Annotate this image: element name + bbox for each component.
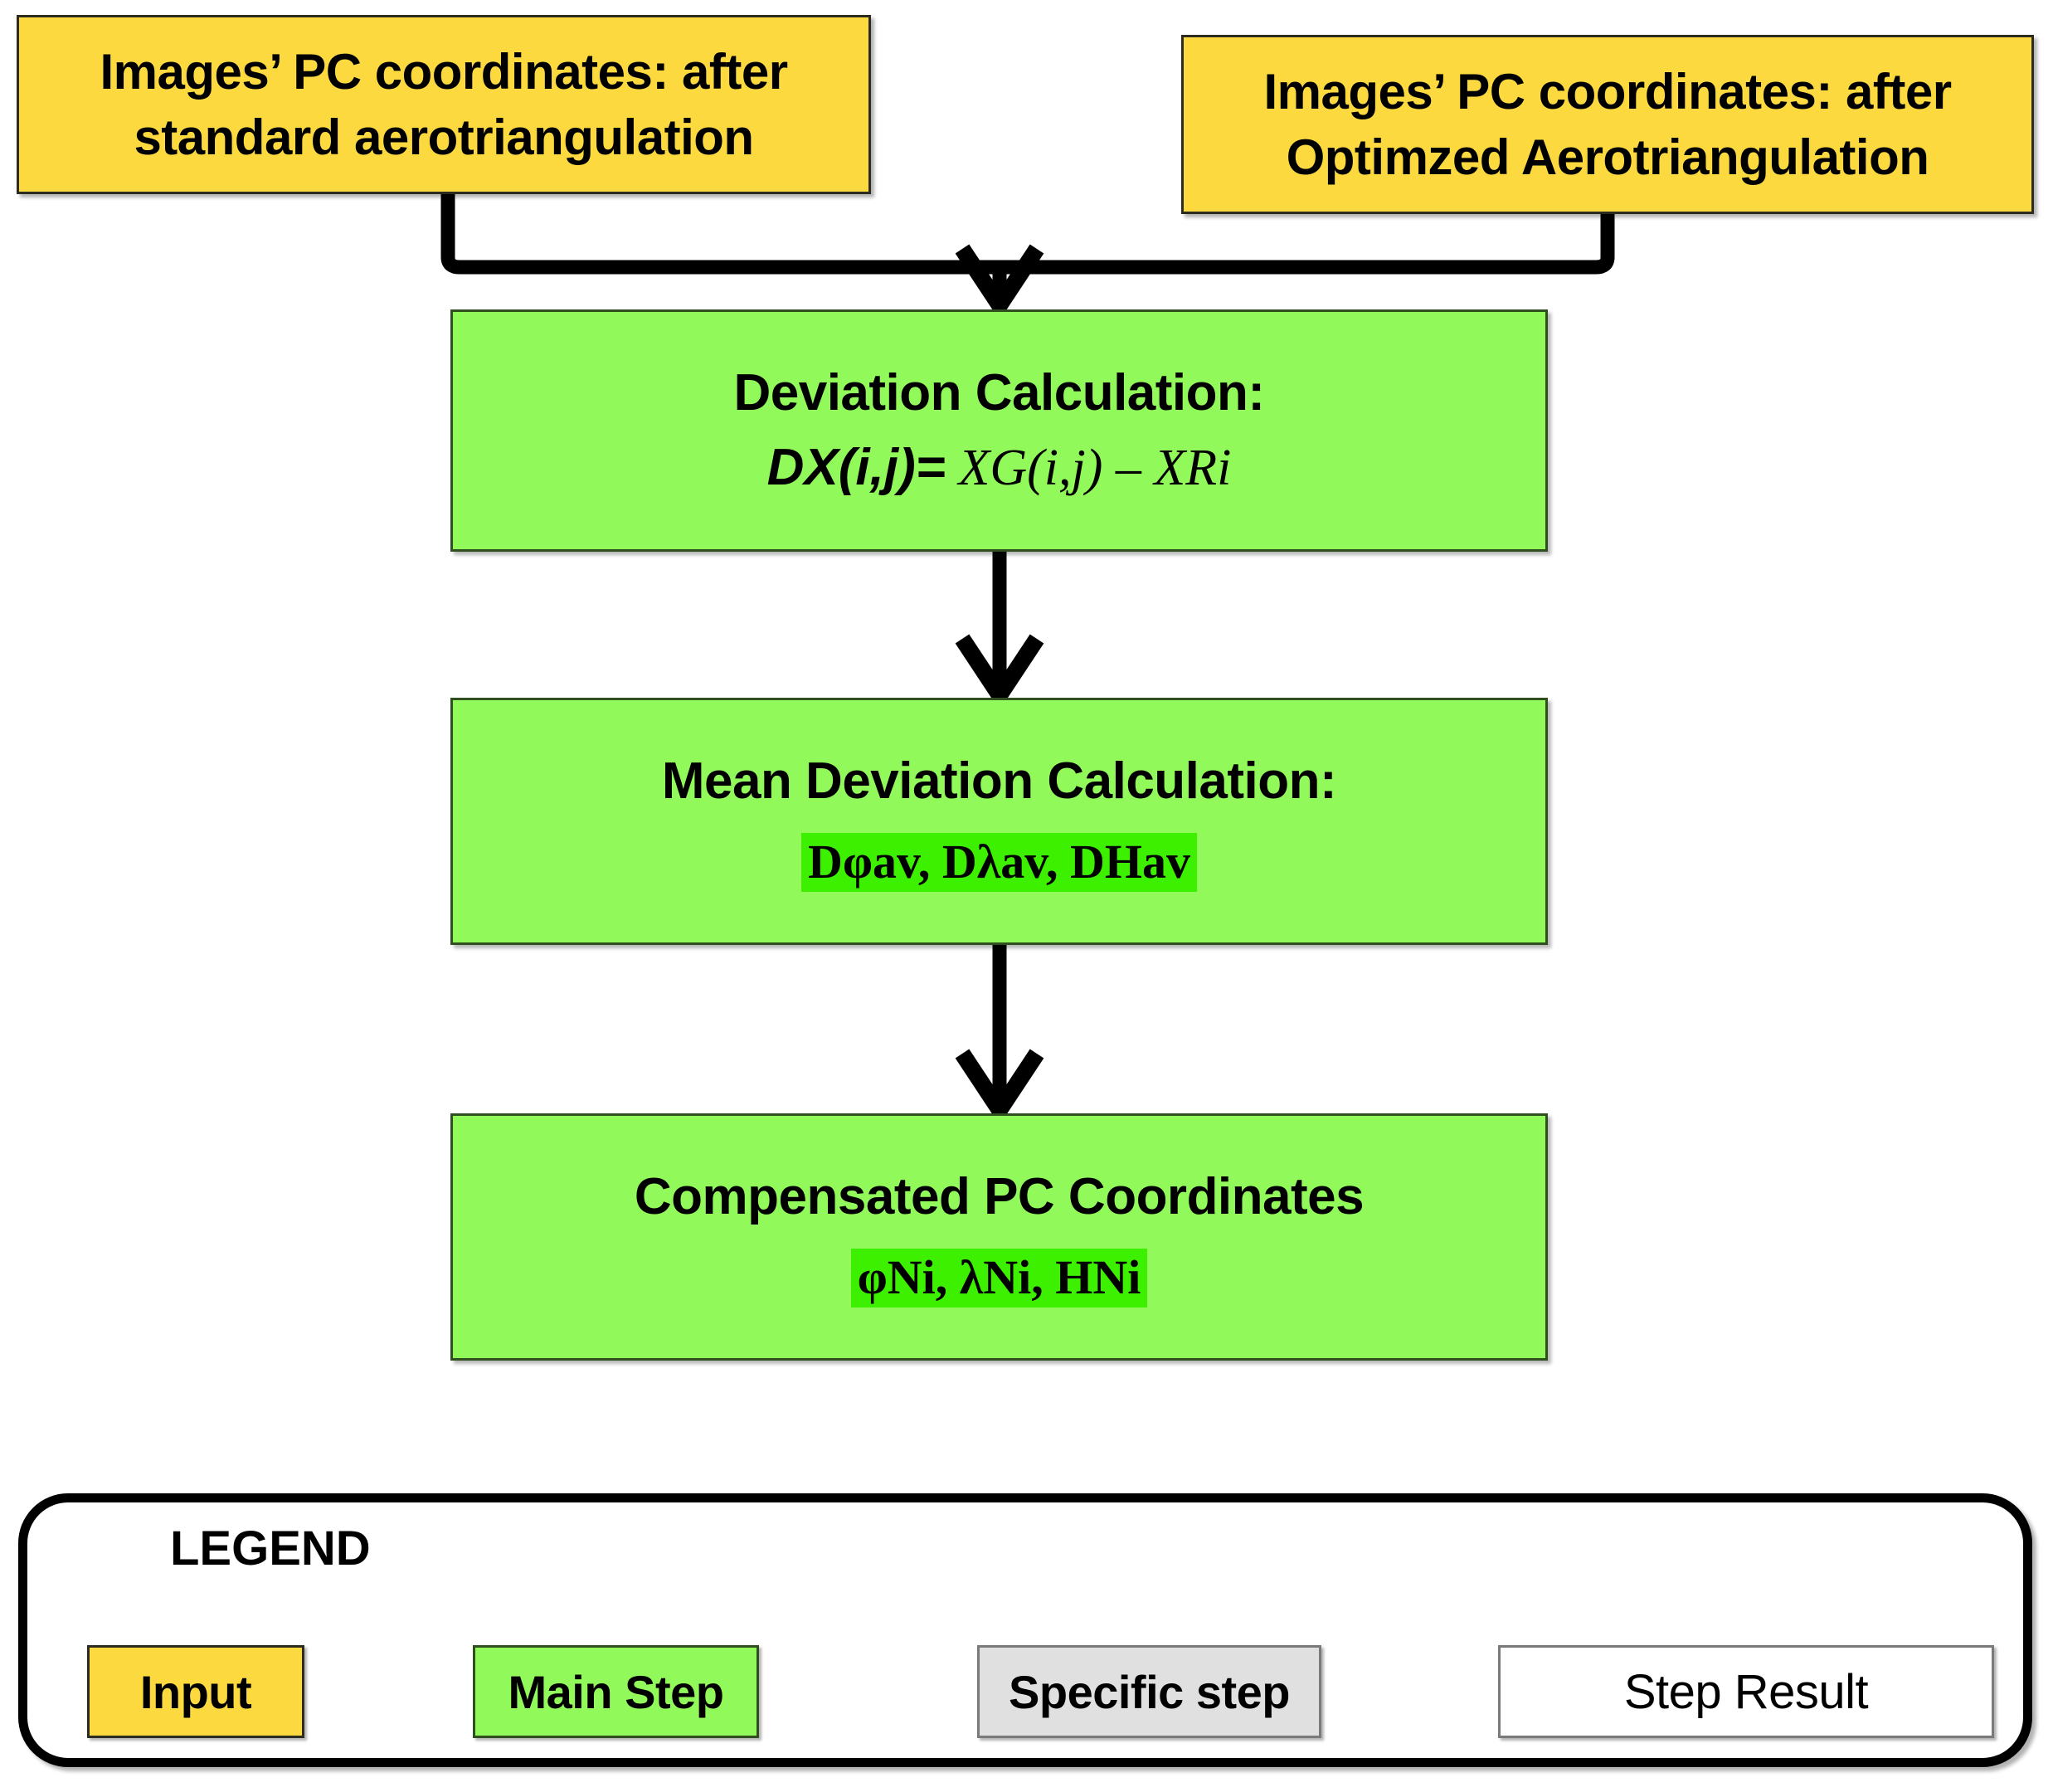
legend-chip-input-label: Input <box>139 1665 252 1718</box>
step-1-formula-rhs: XG(i,j) – XRi <box>945 440 1232 496</box>
step-1-formula-lhs: DX(i,j)= <box>766 439 946 496</box>
legend-title: LEGEND <box>170 1522 371 1575</box>
arrowhead-into-step3 <box>955 1049 1044 1126</box>
arrowhead-into-step2 <box>955 634 1044 711</box>
step-1-title: Deviation Calculation: <box>733 363 1265 421</box>
legend-chip-step-result: Step Result <box>1498 1645 1994 1738</box>
step-box-compensated-pc-coordinates: Compensated PC Coordinates φNi, λNi, HNi <box>450 1113 1548 1361</box>
legend-chip-specific-step-label: Specific step <box>1009 1665 1290 1718</box>
input-box-standard-label: Images’ PC coordinates: after standard a… <box>100 43 788 165</box>
input-box-optimized-label: Images’ PC coordinates: after Optimzed A… <box>1263 63 1952 185</box>
input-box-optimized-aerotriangulation: Images’ PC coordinates: after Optimzed A… <box>1181 35 2034 214</box>
step-box-deviation-calculation: Deviation Calculation: DX(i,j)= XG(i,j) … <box>450 309 1548 552</box>
arrowhead-into-step1 <box>955 244 1044 321</box>
legend-chip-main-step-label: Main Step <box>508 1665 724 1718</box>
legend-chip-specific-step: Specific step <box>977 1645 1321 1738</box>
step-3-variables: φNi, λNi, HNi <box>850 1248 1148 1307</box>
input-box-standard-aerotriangulation: Images’ PC coordinates: after standard a… <box>17 15 871 194</box>
connector-left-input <box>440 194 1000 275</box>
legend-chip-step-result-label: Step Result <box>1623 1664 1869 1719</box>
step-1-formula: DX(i,j)= XG(i,j) – XRi <box>767 437 1232 499</box>
legend-chip-main-step: Main Step <box>473 1645 759 1738</box>
step-3-title: Compensated PC Coordinates <box>634 1168 1365 1226</box>
step-2-variables: Dφav, Dλav, DHav <box>800 832 1198 892</box>
step-2-title: Mean Deviation Calculation: <box>661 752 1337 811</box>
step-box-mean-deviation-calculation: Mean Deviation Calculation: Dφav, Dλav, … <box>450 698 1548 945</box>
connector-right-input <box>1000 214 1615 275</box>
legend-chip-input: Input <box>87 1645 304 1738</box>
